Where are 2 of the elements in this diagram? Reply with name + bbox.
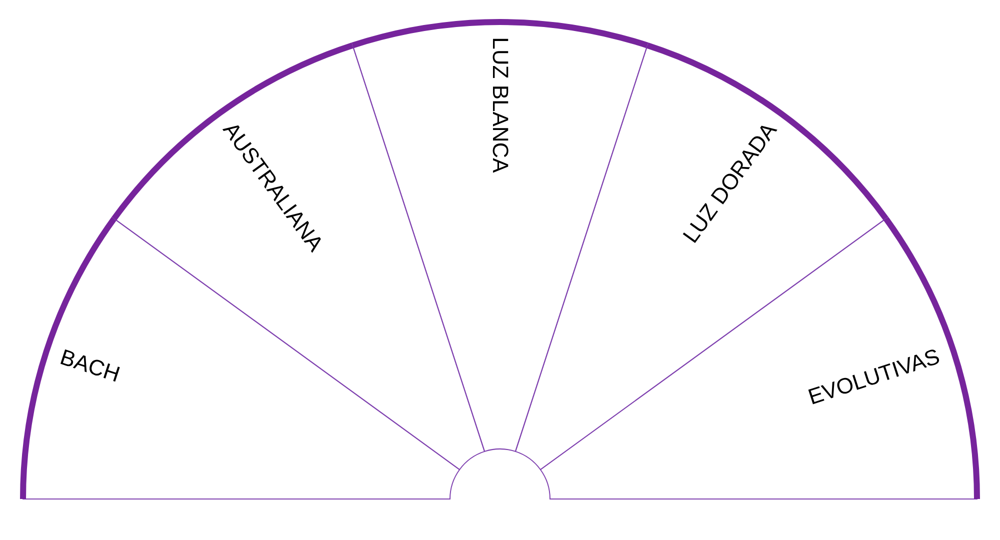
sector-label: BACH xyxy=(57,346,122,386)
sector-label: LUZ BLANCA xyxy=(489,37,511,173)
